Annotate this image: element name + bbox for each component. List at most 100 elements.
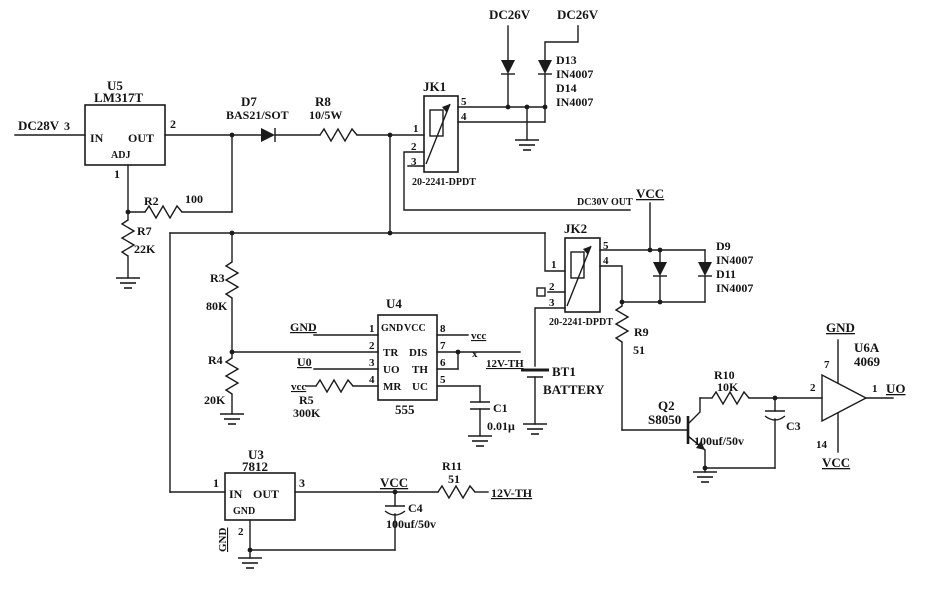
ground-symbol-d13d14 [515,139,539,151]
r4-ref: R4 [208,353,223,367]
u6a-inverter: GND 7 U6A 4069 2 1 UO 14 VCC [810,320,906,470]
net-gnd-555: GND [290,320,317,334]
r3-value: 80K [206,299,228,313]
d7-value: BAS21/SOT [226,108,289,122]
r8-ref: R8 [315,94,331,109]
u4-pin-dis: DIS [409,347,427,359]
d13-diode: D13 IN4007 [501,53,593,81]
u3-pin-out: OUT [253,487,279,501]
u3-pin-in: IN [229,487,243,501]
d7-ref: D7 [241,94,257,109]
jk2-ref: JK2 [564,221,587,236]
u5-pin3-number: 3 [64,119,70,133]
jk2-contact-square-icon [536,287,546,297]
u5-pin-out: OUT [128,131,154,145]
r5-resistor: R5 300K [293,378,354,420]
u6a-pin7-number: 7 [824,359,830,371]
u6a-pin2-number: 2 [810,382,816,394]
ground-symbol-battery [523,423,547,435]
r5-ref: R5 [299,393,314,407]
u4-pin3-number: 3 [369,357,375,369]
c1-capacitor: C1 0.01μ [470,401,515,433]
r9-ref: R9 [634,325,649,339]
u4-pin-gnd: GND [381,323,403,334]
net-vcc-u6a: VCC [822,455,850,470]
net-vcc-relay: VCC [636,186,664,201]
ground-symbol-c1 [468,435,492,447]
d9-diode-icon [653,262,667,276]
u6a-value: 4069 [854,354,881,369]
u4-pin8-number: 8 [440,323,446,335]
jk1-pin4: 4 [461,111,467,123]
r8-resistor: R8 10/5W [309,94,358,143]
c1-ref: C1 [493,401,508,415]
jk2-value: 20-2241-DPDT [549,317,613,328]
net-12v-th-u3: 12V-TH [491,486,533,500]
u3-box [224,472,296,521]
u3-regulator: U3 7812 IN OUT GND 1 3 2 GND [213,447,305,552]
q2-value: S8050 [648,412,681,427]
u4-pin2-number: 2 [369,340,375,352]
net-dc26v-left: DC26V [489,7,531,22]
u4-pin-mr: MR [383,381,402,393]
d9-diode: D9 IN4007 [653,239,753,277]
jk1-pin2: 2 [411,141,417,153]
jk1-relay: JK1 20-2241-DPDT 5 4 1 2 3 [411,79,476,188]
d14-diode-icon [538,60,552,74]
jk1-arrow-icon [442,104,450,113]
u4-ref: U4 [386,296,402,311]
jk2-pin1: 1 [551,259,557,271]
jk2-coil-icon [570,251,585,279]
u4-pin4-number: 4 [369,374,375,386]
r2-ref: R2 [144,194,159,208]
jk2-box [564,237,601,313]
u5-regulator: U5 LM317T IN OUT ADJ 3 2 1 [64,78,176,181]
d7-diode: D7 BAS21/SOT [226,94,289,142]
r7-ref: R7 [137,224,152,238]
net-dc28v: DC28V [18,118,60,133]
d11-diode: D11 IN4007 [698,262,753,295]
d14-diode: D14 IN4007 [538,60,593,109]
r4-resistor: R4 20K [204,353,240,407]
net-dc30v-out: DC30V OUT [577,197,633,208]
ground-symbol-r4 [220,413,244,425]
r11-value: 51 [448,472,460,486]
jk1-box [423,95,459,173]
bt1-battery: BT1 BATTERY [521,364,605,397]
net-12v-th-555: 12V-TH [486,358,524,370]
d13-value: IN4007 [556,67,593,81]
r7-resistor: R7 22K [120,219,156,257]
jk2-pin2: 2 [549,281,555,293]
u5-pin2-number: 2 [170,117,176,131]
junction-dots [125,104,778,553]
net-gnd-u6a: GND [826,320,855,335]
u4-555-timer: U4 555 GND VCC TR DIS UO TH MR UC 1 2 3 … [369,296,446,417]
net-uo-out: UO [886,381,906,396]
u3-value: 7812 [242,459,268,474]
net-u0-555: U0 [297,355,312,369]
jk2-pin4: 4 [603,255,609,267]
r2-resistor: R2 100 [144,192,203,220]
u4-pin-th: TH [412,364,428,376]
r8-value: 10/5W [309,108,342,122]
c3-capacitor: C3 100uf/50v [694,410,801,448]
d9-ref: D9 [716,239,731,253]
d11-diode-icon [698,262,712,276]
jk1-pin1: 1 [413,123,419,135]
u4-pin-vcc: VCC [404,323,426,334]
u4-pin-uc: UC [412,381,428,393]
q2-transistor: Q2 S8050 [648,398,706,451]
r10-resistor: R10 10K [711,368,750,406]
d14-ref: D14 [556,81,577,95]
r11-resistor: R11 51 [437,459,476,500]
jk1-coil-icon [429,109,444,137]
d9-value: IN4007 [716,253,753,267]
u4-box [377,314,438,401]
d13-diode-icon [501,60,515,74]
jk2-pin5: 5 [603,240,609,252]
u4-pin-tr: TR [383,347,399,359]
q2-ref: Q2 [658,398,675,413]
u3-pin-gnd: GND [233,506,255,517]
